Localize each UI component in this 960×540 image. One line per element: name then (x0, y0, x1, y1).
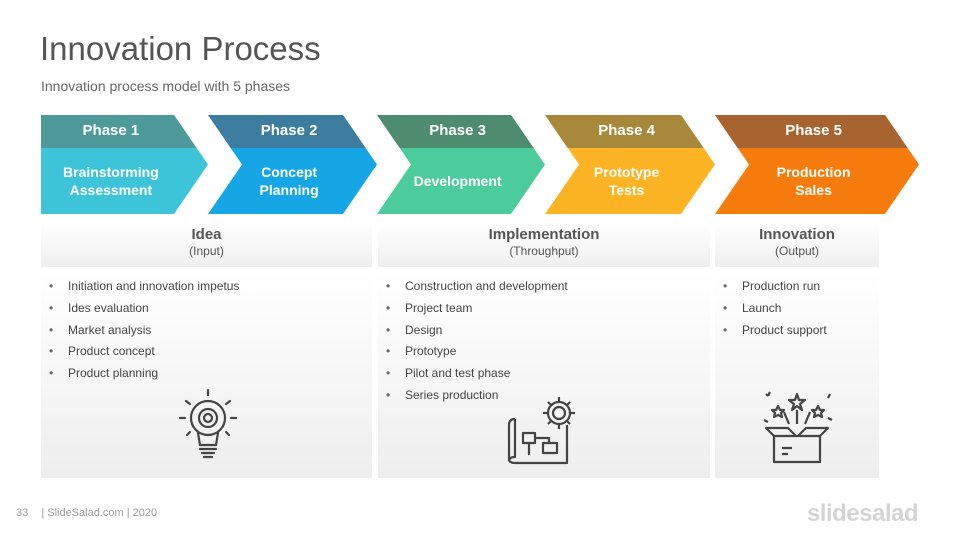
list-item: Market analysis (49, 323, 372, 345)
list-item: Project team (386, 301, 710, 323)
stage-body-3: Production runLaunchProduct support (715, 271, 879, 478)
list-item: Ides evaluation (49, 301, 372, 323)
phase-step-label-1: Brainstorming Assessment (63, 164, 159, 198)
list-item: Product concept (49, 344, 372, 366)
phase-label-3: Phase 3 (429, 122, 486, 139)
phase-step-label-5: Production Sales (776, 164, 851, 198)
stage-header-2: Implementation(Throughput) (378, 222, 710, 267)
list-item: Design (386, 323, 710, 345)
phase-header-band-4 (545, 115, 704, 148)
list-item: Prototype (386, 344, 710, 366)
stage-subtitle: (Output) (774, 244, 819, 258)
list-item: Production run (723, 279, 879, 301)
page-number: 33 (16, 507, 29, 519)
slide-title: Innovation Process (40, 30, 321, 67)
list-item: Product support (723, 323, 879, 345)
phase-step-label-2: Concept Planning (259, 164, 319, 198)
brand-logo: slidesalad (806, 500, 919, 527)
phase-label-1: Phase 1 (82, 122, 140, 139)
slide-subtitle: Innovation process model with 5 phases (41, 78, 291, 94)
list-item: Series production (386, 388, 710, 410)
phase-step-label-3: Development (413, 173, 502, 189)
list-item: Pilot and test phase (386, 366, 710, 388)
phase-header-band-3 (377, 115, 534, 148)
stage-body-2: Construction and developmentProject team… (378, 271, 710, 478)
stage-body-1: Initiation and innovation impetusIdes ev… (41, 271, 372, 478)
list-item: Initiation and innovation impetus (49, 279, 372, 301)
list-item: Product planning (49, 366, 372, 388)
phase-label-2: Phase 2 (260, 122, 318, 139)
list-item: Launch (723, 301, 879, 323)
phase-header-band-5 (715, 115, 908, 148)
stage-subtitle: (Input) (189, 244, 224, 258)
lightbulb-icon (172, 387, 244, 472)
footer: 33 | SlideSalad.com | 2020 (16, 507, 157, 519)
phase-label-4: Phase 4 (598, 122, 655, 139)
stage-title: Idea (191, 226, 222, 243)
stage-item-list: Construction and developmentProject team… (378, 271, 710, 410)
gift-box-icon (758, 388, 838, 473)
stage-title: Innovation (759, 226, 835, 243)
blueprint-gear-icon (505, 391, 585, 472)
stage-item-list: Production runLaunchProduct support (715, 271, 879, 344)
stage-subtitle: (Throughput) (509, 244, 579, 258)
footer-text: | SlideSalad.com | 2020 (41, 507, 158, 519)
list-item: Construction and development (386, 279, 710, 301)
phase-header-band-1 (41, 115, 197, 148)
phase-step-label-4: Prototype Tests (593, 164, 660, 198)
stage-title: Implementation (488, 226, 600, 243)
stage-header-1: Idea(Input) (41, 222, 372, 267)
stage-item-list: Initiation and innovation impetusIdes ev… (41, 271, 372, 388)
phase-label-5: Phase 5 (785, 122, 842, 139)
phase-header-band-2 (208, 115, 366, 148)
stage-header-3: Innovation(Output) (715, 222, 879, 267)
